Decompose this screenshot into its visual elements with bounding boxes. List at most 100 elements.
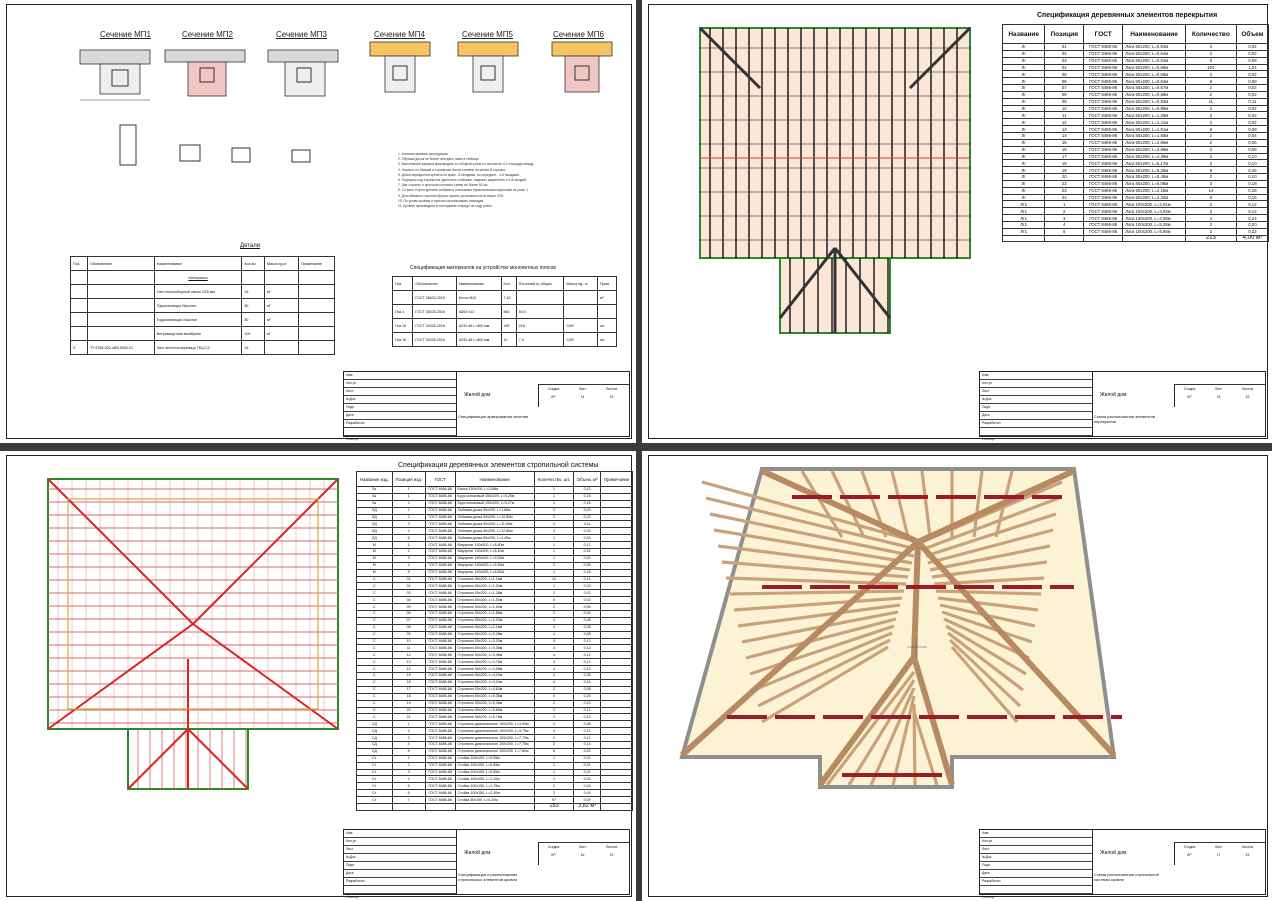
table-cell: С [356,644,393,653]
table-cell: С [356,665,393,674]
table-cell: 24 [1044,193,1085,202]
table-cell: 5 [391,782,426,791]
table-cell: 0,28 [1235,186,1270,195]
table-cell: 2 [533,527,575,536]
rafter-beam [737,603,901,628]
table-cell: 5 [391,747,426,756]
table-cell: 08 [1044,90,1085,99]
table-cell: 0,18 [1235,179,1270,188]
table-cell: 4 [533,637,575,646]
rafter-beam [927,528,1054,565]
table-cell: 0,12 [573,637,602,646]
rafter-beam [717,544,911,572]
table-cell: СД [356,727,393,736]
title-block-label: Кол.уч [980,380,1092,388]
table-cell [298,326,335,341]
table-cell: ГОСТ 8486-86 [424,775,456,784]
rafter-beam [948,638,1022,708]
table-cell: 2 [533,520,575,529]
table-cell [298,312,335,327]
rafter-beam [920,470,932,538]
title-block-label: Подп. [344,862,456,870]
table-cell: ГОСТ 8486-86 [1083,152,1124,161]
table-cell: 0,04 [573,782,602,791]
sheet-title: Спецификация армирования сечения [458,414,529,419]
table-cell: ГОСТ 8486-86 [1083,56,1124,65]
table-cell [600,699,633,708]
total-count: 213 [1184,234,1237,243]
table-cell: 0,11 [573,520,602,529]
rafter-beam [947,631,1024,692]
table-cell: ГОСТ 8486-86 [424,499,456,508]
table-cell: Лг [1001,84,1046,92]
table-cell: Лага 50x200, L=2,18м [1122,186,1186,195]
sheets-count: 19 [1245,853,1250,857]
total-volume: 3,82 м³ [573,802,602,811]
table-cell: 1 [391,486,426,494]
table-cell: 2 [1184,152,1237,161]
table-cell: 16 [1044,145,1085,154]
table-cell: С [356,706,393,715]
table-cell: Стропило 50x200, L=4,34м [454,678,535,687]
table-cell: Мауэрлат 150x200, L=5,45м [454,561,535,570]
table-cell: 20 [1044,173,1085,181]
table-cell: Лг [1001,49,1046,58]
sheet-sections[interactable]: Сечение МП1 Сечение МП2 Сечение МП3 Сече… [0,0,636,443]
table-cell: 1 [533,486,575,494]
table-cell: 0,08 [573,623,602,632]
table-cell: Мауэрлат 150x200, L=8,40м [454,548,535,556]
table-cell: ГОСТ 8486-86 [424,692,456,701]
table-cell: 0,24 [1235,214,1270,222]
table-cell: м³ [596,290,618,305]
table-header: Обозначение [86,256,155,271]
sheet-number: 14 [580,395,585,399]
table-cell: 2 [533,734,575,742]
table-cell [600,706,633,715]
table-cell: ГОСТ 8486-86 [1083,138,1124,147]
table-cell: Стропило 50x200, L=5,65м [454,706,535,715]
table-cell [70,284,88,299]
table-cell: 1 [533,492,575,501]
title-block-label: Изм. [344,372,456,380]
table-cell: ГОСТ 8486-86 [424,603,456,612]
table-cell: 2 [1184,104,1237,113]
table-cell [600,747,633,756]
notes-list: 1. Антисептировать конструкции. 2. Обрез… [398,152,628,209]
table-cell: ГОСТ 34028-2016 [412,304,457,319]
table-cell: Стропило 50x200, L=3,08м [454,644,535,653]
table-cell: Лага 100x200, L=2,91м [1122,200,1186,209]
note-line: 10. По углам проёмы и прогоны использова… [398,198,485,203]
table-cell: Стропило 50x200, L=1,88м [454,610,535,618]
table-cell: 100 [241,326,265,341]
table-cell: Лг1 [1001,214,1046,222]
table-cell: Лг [1001,56,1046,65]
table-cell: 2 [1184,227,1237,236]
table-cell: 2 [1044,207,1085,216]
table-cell: С [356,651,393,660]
table-cell: 104 [1184,63,1237,72]
table-cell: ГОСТ 8486-86 [1083,118,1124,127]
table-cell: 2 [1184,131,1237,140]
sheet-label: Лист [1214,845,1223,849]
table-cell: 2 [1184,138,1237,147]
sheet-floor-plan[interactable]: Спецификация деревянных элементов перекр… [642,0,1272,443]
table-cell: Брус коньковый 150x200, L=5,27м [454,499,535,508]
table-cell: 3 [1184,179,1237,188]
table-cell: 0,12 [573,486,602,494]
sheet-rafter-plan[interactable]: Спецификация деревянных элементов стропи… [0,451,636,901]
